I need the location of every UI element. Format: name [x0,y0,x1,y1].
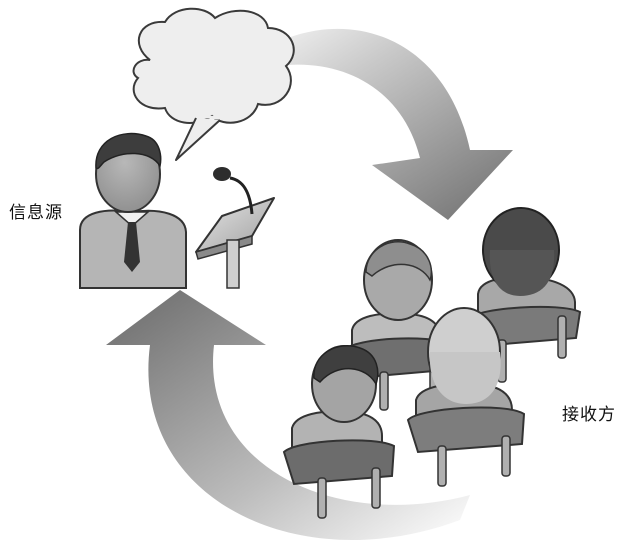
speech-cloud [134,9,294,160]
speaker-figure [80,134,186,288]
audience-group [284,208,580,518]
podium [196,167,274,288]
receiver-label: 接收方 [562,400,616,425]
source-label: 信息源 [9,198,63,223]
